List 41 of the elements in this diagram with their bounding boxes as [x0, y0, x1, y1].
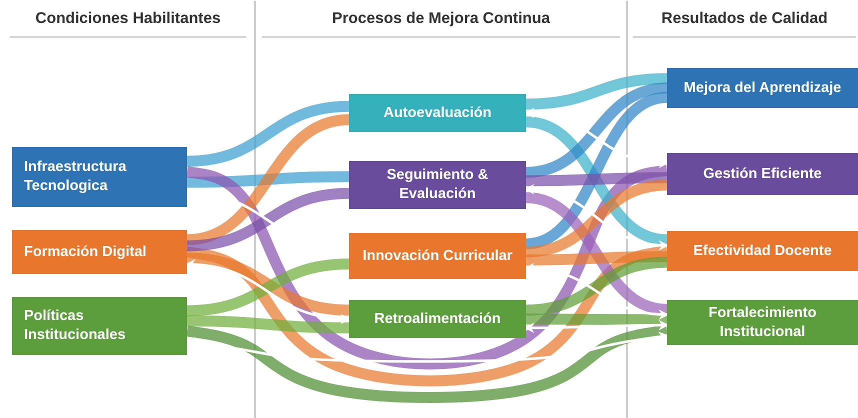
process-box: [349, 94, 526, 132]
node-label: Seguimiento & Evaluación: [386, 166, 490, 204]
node-label: Fortalecimiento Institucional: [708, 304, 818, 342]
flow-band: [526, 73, 668, 110]
flow-band: [186, 164, 668, 370]
result-box: [667, 68, 858, 108]
flow-band: [525, 116, 668, 246]
process-box: [349, 300, 526, 338]
node-label: Retroalimentación: [374, 310, 501, 328]
enabler-box: [12, 230, 187, 274]
flow-band: [526, 314, 667, 326]
result-box: [667, 153, 858, 195]
flow-band: [526, 172, 668, 186]
flow-band: [186, 315, 350, 334]
node-label: Infraestructura Tecnologica: [24, 158, 128, 196]
flow-band: [186, 100, 350, 167]
process-box: [349, 233, 526, 279]
node-label: Formación Digital: [24, 242, 146, 262]
enabler-box: [12, 147, 187, 207]
node-label: Autoevaluación: [384, 104, 492, 122]
flow-band: [186, 171, 350, 188]
enabler-box: [12, 297, 187, 355]
column-heading: Condiciones Habilitantes: [34, 10, 222, 28]
node-label: Efectividad Docente: [693, 242, 832, 260]
column-heading: Procesos de Mejora Continua: [331, 10, 552, 28]
node-label: Gestión Eficiente: [703, 164, 822, 184]
flow-band: [186, 324, 668, 404]
column-heading: Resultados de Calidad: [660, 10, 829, 28]
flow-band: [526, 251, 668, 266]
flow-band: [525, 92, 668, 250]
flow-band: [526, 180, 668, 258]
flow-band: [526, 256, 668, 316]
result-box: [667, 231, 858, 271]
result-box: [667, 300, 858, 345]
node-label: Mejora del Aprendizaje: [684, 78, 842, 98]
flow-band: [525, 82, 668, 178]
flow-band: [525, 192, 668, 315]
process-box: [349, 161, 526, 209]
node-label: Políticas Institucionales: [24, 307, 127, 345]
flow-band: [186, 246, 668, 386]
node-label: Innovación Curricular: [362, 246, 512, 266]
